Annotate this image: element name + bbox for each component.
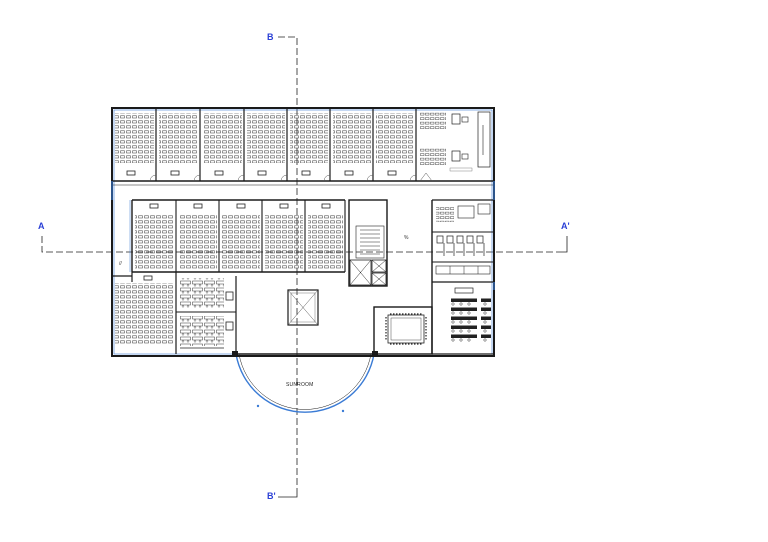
left-wall-mark: // [119, 261, 122, 267]
section-a-left-label: A [38, 221, 45, 231]
glazing-accents [111, 181, 495, 290]
middle-classrooms [129, 199, 346, 273]
section-line-b [278, 36, 298, 498]
sunroom [232, 351, 378, 413]
atrium-void [287, 289, 319, 326]
section-a-right-label: A' [561, 221, 570, 231]
top-right-offices [419, 111, 491, 182]
lower-left-rooms [112, 272, 237, 354]
section-b-top-label: B [267, 32, 274, 42]
stair-mark: % [404, 235, 409, 241]
sunroom-label: SUNROOM [286, 382, 314, 388]
stair-core [348, 199, 388, 287]
right-side-rooms [431, 199, 494, 355]
section-b-bottom-label: B' [267, 491, 276, 501]
seminar-room [373, 306, 433, 355]
top-lecture-halls [112, 108, 494, 186]
